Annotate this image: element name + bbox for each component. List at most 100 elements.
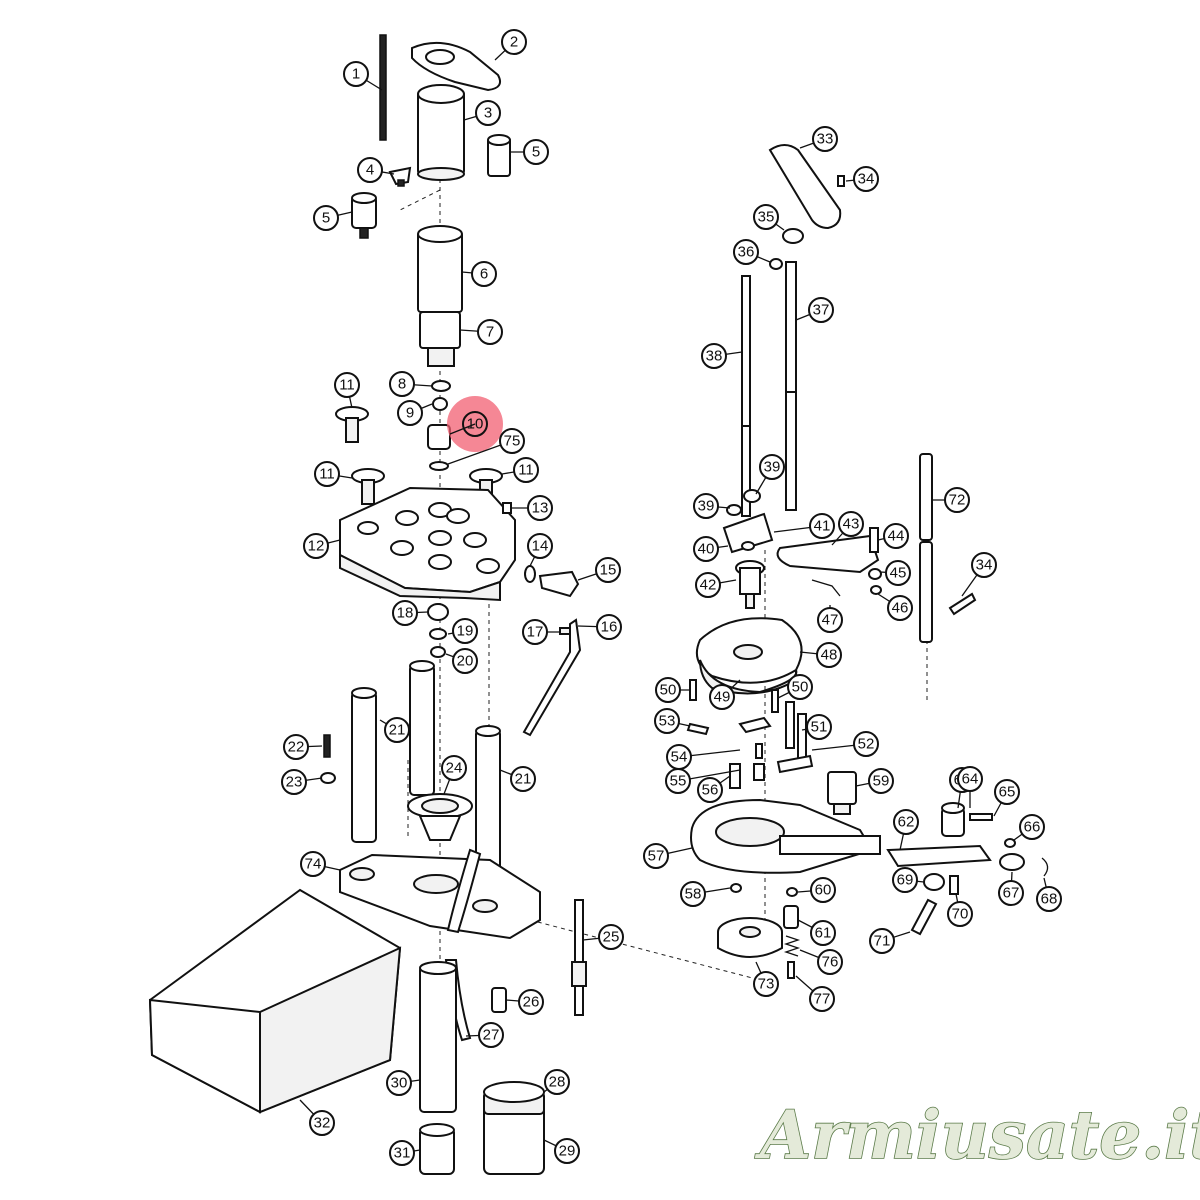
plate-part-48 [696, 617, 803, 695]
callout-circle [334, 372, 360, 398]
callout-number: 26 [523, 994, 540, 1011]
callout-58: 58 [680, 881, 706, 907]
callout-number: 22 [288, 739, 305, 756]
callout-number: 3 [484, 105, 492, 122]
callout-number: 77 [814, 991, 831, 1008]
callout-75: 75 [499, 428, 525, 454]
callout-11: 11 [513, 457, 539, 483]
callout-number: 76 [822, 954, 839, 971]
callout-number: 64 [962, 771, 979, 788]
callout-number: 13 [532, 500, 549, 517]
callout-44: 44 [883, 523, 909, 549]
callout-circle [806, 714, 832, 740]
callout-5: 5 [523, 139, 549, 165]
callout-50: 50 [787, 674, 813, 700]
parts-16-17 [522, 618, 582, 737]
callout-66: 66 [1019, 814, 1045, 840]
callout-47: 47 [817, 607, 843, 633]
callout-circle [869, 928, 895, 954]
callout-42: 42 [695, 572, 721, 598]
callout-circle [303, 533, 329, 559]
callout-circle [386, 1070, 412, 1096]
callout-number: 25 [603, 929, 620, 946]
callout-number: 41 [814, 518, 831, 535]
callout-circle [812, 126, 838, 152]
callout-27: 27 [478, 1022, 504, 1048]
callout-28: 28 [544, 1069, 570, 1095]
callout-circle [655, 677, 681, 703]
callout-19: 19 [452, 618, 478, 644]
callout-circle [477, 319, 503, 345]
callout-circle [397, 400, 423, 426]
callout-circle [595, 557, 621, 583]
callout-18: 18 [392, 600, 418, 626]
callout-circle [753, 971, 779, 997]
callout-circle [518, 989, 544, 1015]
callout-circle [510, 766, 536, 792]
callout-9: 9 [397, 400, 423, 426]
callout-38: 38 [701, 343, 727, 369]
callout-34: 34 [971, 552, 997, 578]
callout-39: 39 [759, 454, 785, 480]
callout-circle [523, 139, 549, 165]
callout-number: 71 [874, 933, 891, 950]
callout-circle [808, 297, 834, 323]
callout-number: 49 [714, 689, 731, 706]
callout-circle [947, 901, 973, 927]
callout-number: 7 [486, 324, 494, 341]
callout-57: 57 [643, 843, 669, 869]
callout-6: 6 [471, 261, 497, 287]
callout-8: 8 [389, 371, 415, 397]
callout-55: 55 [665, 768, 691, 794]
callout-53: 53 [654, 708, 680, 734]
callout-4: 4 [357, 157, 383, 183]
callout-circle [384, 717, 410, 743]
callout-number: 43 [843, 516, 860, 533]
columns-part-21 [351, 660, 501, 881]
callout-number: 70 [952, 906, 969, 923]
small-parts-58-60-61 [730, 883, 799, 929]
callout-51: 51 [806, 714, 832, 740]
base-part-74 [339, 848, 541, 940]
callout-number: 34 [976, 557, 993, 574]
callout-33: 33 [812, 126, 838, 152]
callout-circle [462, 411, 488, 437]
callout-number: 36 [738, 244, 755, 261]
callout-circle [389, 1140, 415, 1166]
callout-12: 12 [303, 533, 329, 559]
callout-number: 42 [700, 577, 717, 594]
callout-circle [281, 769, 307, 795]
callout-circle [300, 851, 326, 877]
parts-13-14-15 [502, 502, 580, 598]
callout-number: 11 [518, 462, 534, 479]
callout-number: 58 [685, 886, 702, 903]
callout-48: 48 [816, 642, 842, 668]
callout-49: 49 [709, 684, 735, 710]
callout-circle [452, 618, 478, 644]
jar-part-28-29 [483, 1081, 545, 1175]
rod-part-72 [919, 453, 933, 643]
callout-circle [654, 708, 680, 734]
callout-68: 68 [1036, 886, 1062, 912]
bushing-part-5b [351, 192, 377, 239]
callout-number: 19 [457, 623, 474, 640]
part-59 [827, 771, 857, 815]
callout-number: 18 [397, 605, 414, 622]
callout-35: 35 [753, 204, 779, 230]
callout-72: 72 [944, 487, 970, 513]
callout-circle [478, 1022, 504, 1048]
callout-11: 11 [314, 461, 340, 487]
callout-number: 16 [601, 619, 618, 636]
callout-25: 25 [598, 924, 624, 950]
callout-number: 8 [398, 376, 406, 393]
parts-39-40-41 [722, 489, 774, 554]
callout-circle [499, 428, 525, 454]
callout-number: 30 [391, 1075, 408, 1092]
callout-circle [1036, 886, 1062, 912]
callout-54: 54 [666, 744, 692, 770]
callout-number: 32 [314, 1115, 331, 1132]
callout-circle [810, 920, 836, 946]
callout-circle [994, 779, 1020, 805]
callout-17: 17 [522, 619, 548, 645]
callout-circle [501, 29, 527, 55]
